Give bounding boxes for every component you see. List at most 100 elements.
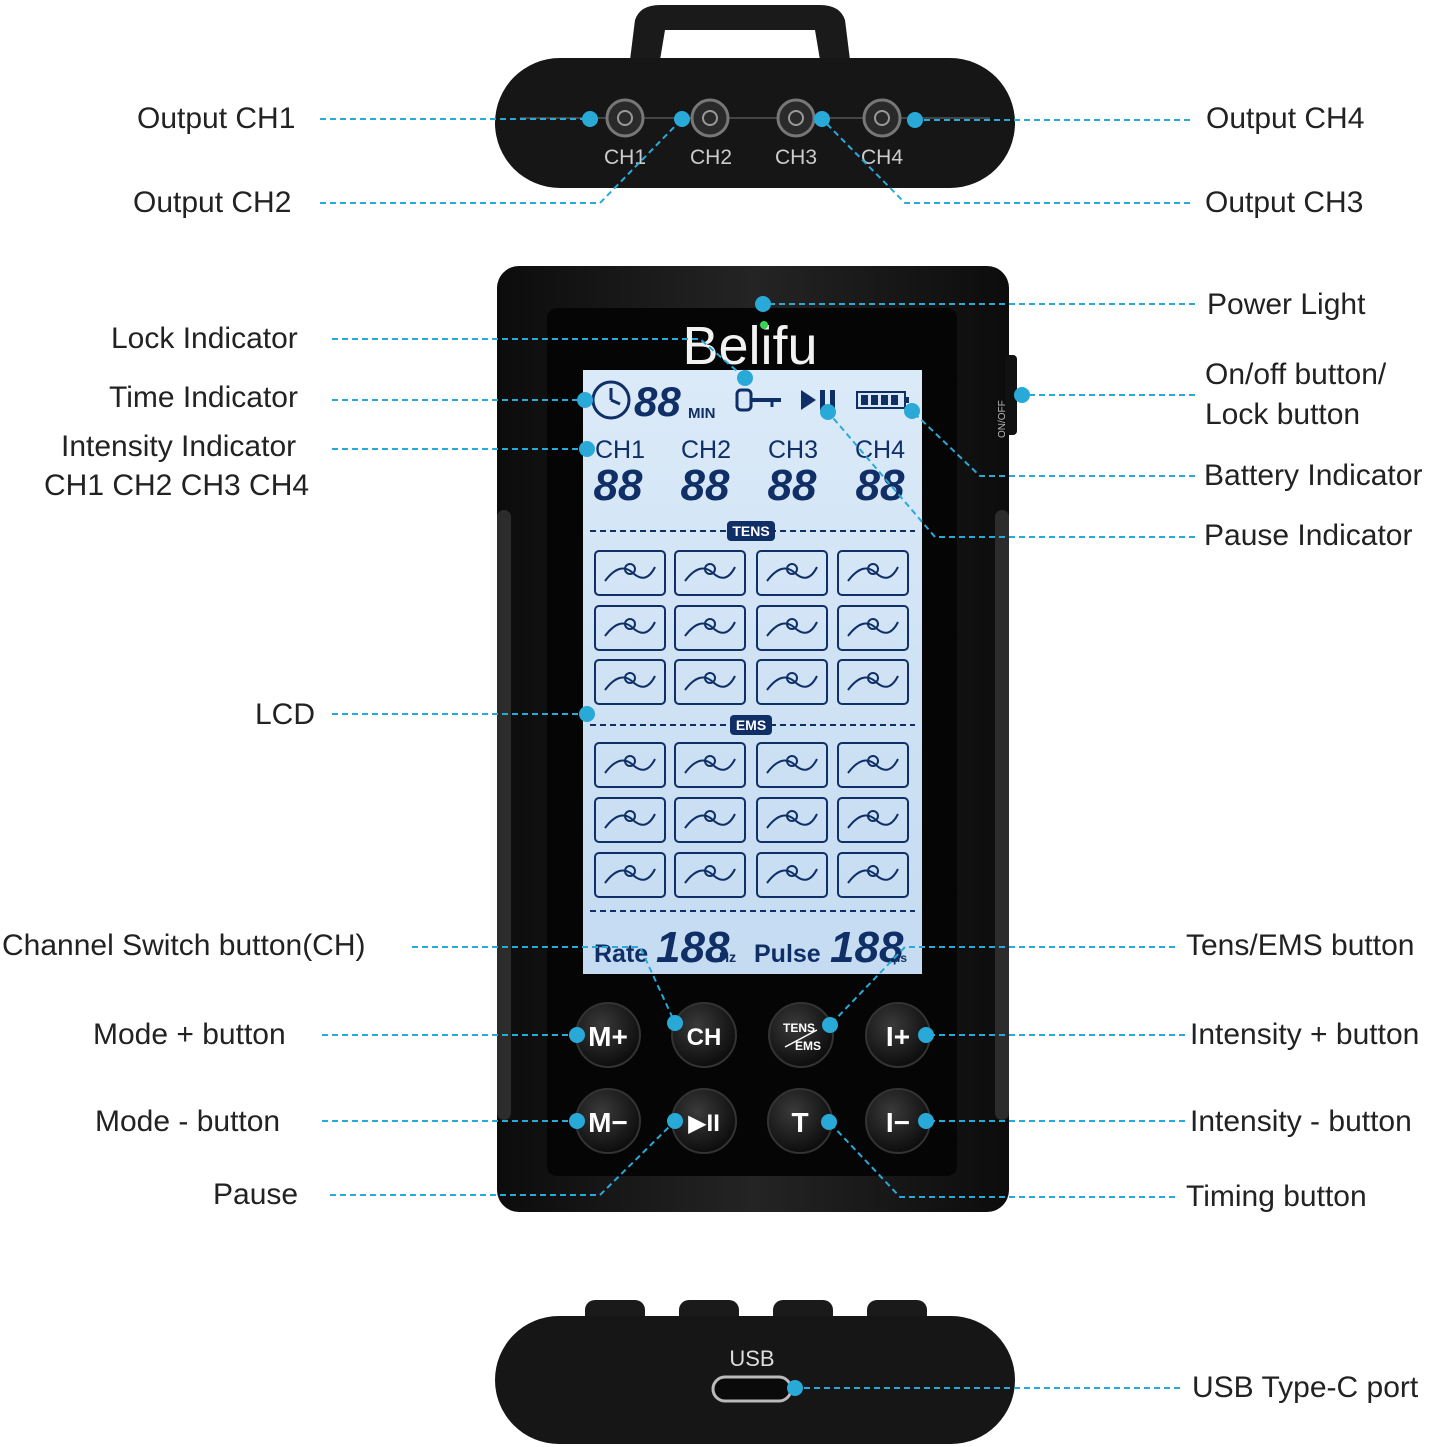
label-output-ch4: Output CH4 bbox=[1206, 102, 1365, 135]
leader-dot bbox=[755, 296, 771, 312]
mode-plus-label: M+ bbox=[588, 1021, 628, 1052]
lcd-channel-value: 88 bbox=[856, 461, 905, 510]
program-pictogram bbox=[756, 797, 828, 843]
ems-tag bbox=[730, 715, 772, 735]
lcd-screen: 88 MIN CH1 CH2 bbox=[583, 370, 922, 974]
leader-line bbox=[320, 118, 683, 204]
program-pictogram bbox=[756, 659, 828, 705]
program-pictogram bbox=[594, 605, 666, 651]
leader-dot bbox=[822, 1017, 838, 1033]
program-pictogram bbox=[756, 550, 828, 596]
mode-minus-label: M− bbox=[588, 1107, 628, 1138]
rate-unit: Hz bbox=[719, 949, 736, 965]
leader-line bbox=[332, 338, 746, 379]
channel-switch-button[interactable]: CH bbox=[671, 1002, 737, 1068]
timing-key-label: T bbox=[791, 1107, 808, 1138]
output-jack-ch1 bbox=[605, 98, 645, 138]
program-pictogram bbox=[674, 852, 746, 898]
leader-dot bbox=[820, 404, 836, 420]
leader-dot bbox=[579, 706, 595, 722]
leader-dot bbox=[569, 1113, 585, 1129]
tens-tag bbox=[727, 521, 775, 541]
pulse-label: Pulse bbox=[754, 940, 821, 968]
label-intensity-line2: CH1 CH2 CH3 CH4 bbox=[44, 469, 310, 502]
keypad: M+ CH TENS EMS I+ M− ▶II bbox=[575, 1002, 931, 1154]
leader-dot bbox=[579, 441, 595, 457]
program-pictogram bbox=[756, 605, 828, 651]
leader-dot bbox=[918, 1113, 934, 1129]
label-lcd: LCD bbox=[255, 698, 316, 731]
program-pictogram bbox=[594, 797, 666, 843]
onoff-switch[interactable] bbox=[1005, 355, 1017, 435]
timing-button[interactable]: T bbox=[767, 1088, 833, 1154]
program-pictogram bbox=[756, 742, 828, 788]
label-intensity-minus: Intensity - button bbox=[1190, 1105, 1412, 1138]
lcd-channel-value: 88 bbox=[681, 461, 730, 510]
tens-key-label: TENS bbox=[783, 1021, 815, 1035]
program-pictogram bbox=[837, 605, 909, 651]
label-timing-button: Timing button bbox=[1186, 1180, 1367, 1213]
lcd-channel-value: 88 bbox=[768, 461, 817, 510]
leader-dot bbox=[1014, 387, 1030, 403]
program-pictogram bbox=[837, 742, 909, 788]
pause-button[interactable]: ▶II bbox=[671, 1088, 737, 1154]
ems-program-grid bbox=[594, 742, 909, 898]
leader-line bbox=[330, 1120, 676, 1196]
lcd-background bbox=[583, 370, 922, 974]
program-pictogram bbox=[594, 742, 666, 788]
label-onoff-line1: On/off button/ bbox=[1205, 358, 1387, 391]
program-pictogram bbox=[674, 659, 746, 705]
program-pictogram bbox=[837, 659, 909, 705]
program-pictogram bbox=[837, 797, 909, 843]
top-body bbox=[495, 58, 1015, 188]
channel-switch-label: CH bbox=[687, 1024, 722, 1051]
leader-line bbox=[827, 411, 1195, 538]
pause-key-label: ▶II bbox=[688, 1110, 720, 1137]
leader-dot bbox=[577, 392, 593, 408]
leader-dot bbox=[907, 112, 923, 128]
rate-value: 188 bbox=[656, 923, 730, 972]
program-pictogram bbox=[837, 852, 909, 898]
label-usb-port: USB Type-C port bbox=[1192, 1371, 1419, 1404]
label-output-ch2: Output CH2 bbox=[133, 186, 292, 219]
leader-dot bbox=[787, 1380, 803, 1396]
leader-dot bbox=[814, 111, 830, 127]
leader-dot bbox=[674, 111, 690, 127]
battery-icon bbox=[856, 391, 909, 409]
output-jack-ch2 bbox=[690, 98, 730, 138]
rate-label: Rate bbox=[594, 940, 648, 968]
leader-dot bbox=[821, 1114, 837, 1130]
lcd-channel-label: CH4 bbox=[855, 436, 905, 464]
label-tens-ems-button: Tens/EMS button bbox=[1186, 929, 1415, 962]
leader-line bbox=[911, 410, 1195, 477]
program-pictogram bbox=[594, 852, 666, 898]
port-label-ch4: CH4 bbox=[861, 146, 903, 169]
usb-c-port[interactable] bbox=[711, 1375, 793, 1403]
leader-line bbox=[828, 1121, 1175, 1198]
label-lock-indicator: Lock Indicator bbox=[111, 322, 298, 355]
mode-plus-button[interactable]: M+ bbox=[575, 1002, 641, 1068]
leader-line bbox=[821, 118, 1190, 204]
intensity-plus-button[interactable]: I+ bbox=[865, 1002, 931, 1068]
side-grips bbox=[497, 510, 1009, 1120]
intensity-minus-label: I− bbox=[886, 1107, 910, 1138]
bottom-view: USB bbox=[495, 1300, 1015, 1444]
program-pictogram bbox=[594, 659, 666, 705]
leader-dot bbox=[737, 370, 753, 386]
tens-ems-button[interactable]: TENS EMS bbox=[768, 1002, 834, 1068]
program-pictogram bbox=[756, 852, 828, 898]
port-label-ch1: CH1 bbox=[604, 146, 646, 169]
program-pictogram bbox=[837, 550, 909, 596]
leader-lines bbox=[320, 111, 1195, 1396]
leader-line bbox=[412, 946, 676, 1024]
label-output-ch1: Output CH1 bbox=[137, 102, 296, 135]
leader-dot bbox=[582, 111, 598, 127]
output-jack-ch3 bbox=[776, 98, 816, 138]
tens-program-grid bbox=[594, 550, 909, 705]
channel-readouts: CH1 CH2 CH3 CH4 88 88 88 88 bbox=[594, 436, 906, 510]
label-intensity-plus: Intensity + button bbox=[1190, 1018, 1420, 1051]
label-pause-indicator: Pause Indicator bbox=[1204, 519, 1413, 552]
onoff-switch-label: ON/OFF bbox=[997, 400, 1008, 438]
label-battery-indicator: Battery Indicator bbox=[1204, 459, 1423, 492]
mode-minus-button[interactable]: M− bbox=[575, 1088, 641, 1154]
